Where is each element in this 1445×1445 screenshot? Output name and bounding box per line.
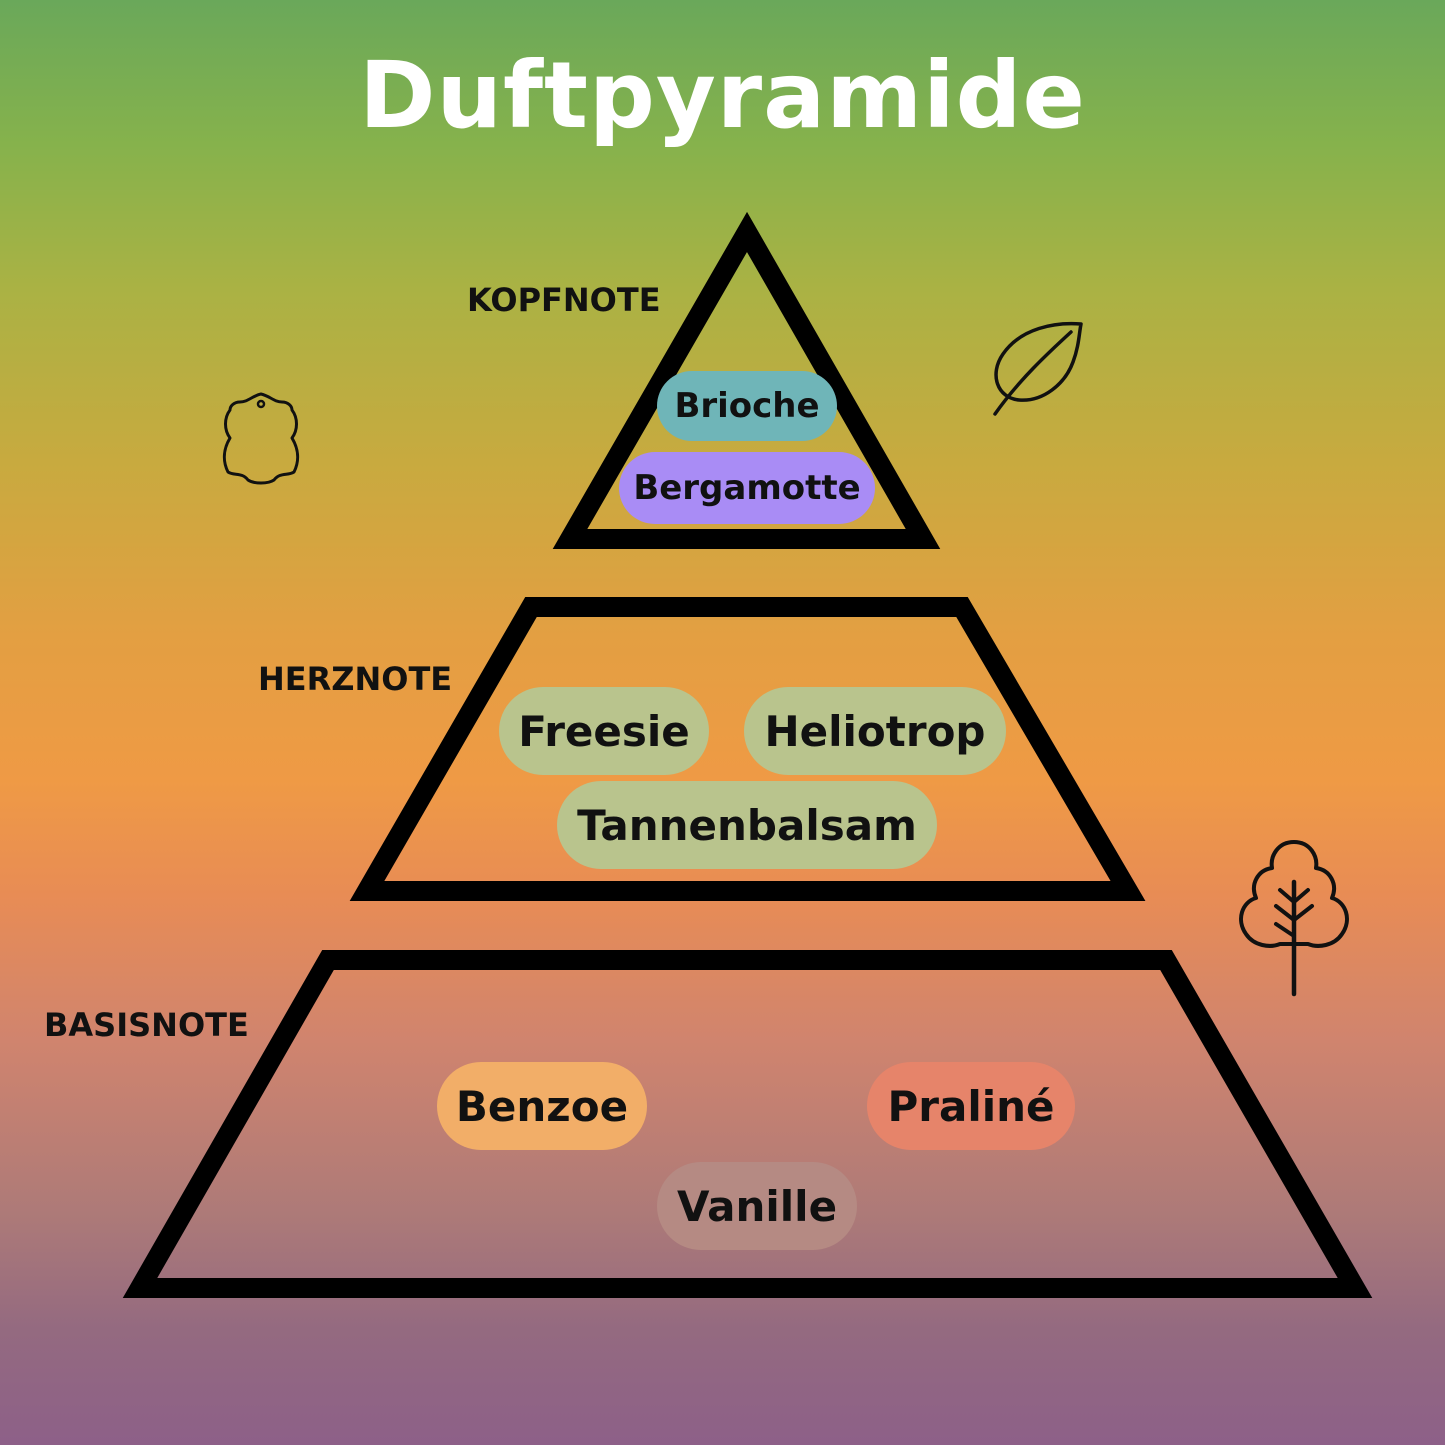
page-title: Duftpyramide (359, 42, 1086, 149)
leaf-icon (993, 321, 1083, 416)
note-freesie: Freesie (499, 687, 709, 775)
tier-label-middle: HERZNOTE (258, 660, 453, 698)
tier-label-base: BASISNOTE (44, 1006, 249, 1044)
pyramid-top-tier (552, 211, 941, 549)
note-vanille: Vanille (657, 1162, 857, 1250)
pyramid-base-tier (122, 950, 1373, 1298)
note-tannenbalsam: Tannenbalsam (557, 781, 937, 869)
tree-icon (1239, 840, 1349, 997)
tier-label-top: KOPFNOTE (467, 281, 661, 319)
note-heliotrop: Heliotrop (744, 687, 1006, 775)
note-praline: Praliné (867, 1062, 1075, 1150)
note-brioche: Brioche (657, 371, 837, 441)
note-bergamotte: Bergamotte (619, 452, 875, 524)
pyramid-middle-tier (349, 597, 1146, 901)
leather-icon (222, 392, 300, 485)
note-benzoe: Benzoe (437, 1062, 647, 1150)
